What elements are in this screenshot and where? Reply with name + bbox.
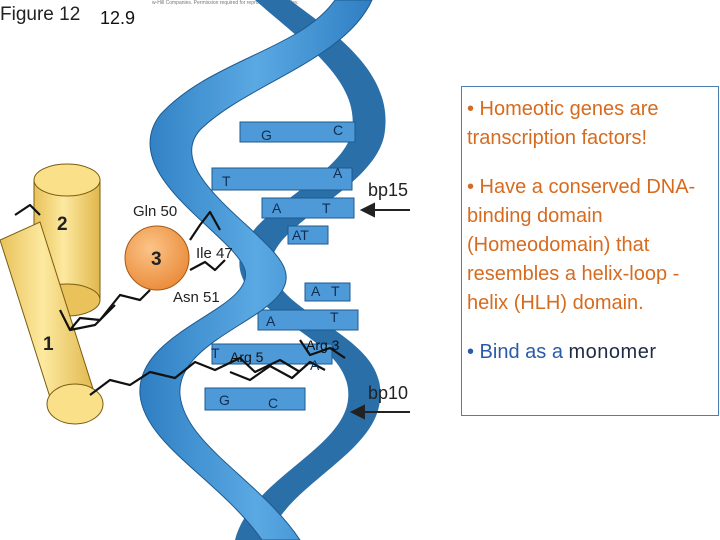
base-a-5: A bbox=[310, 357, 320, 373]
bullet-monomer-prefix: • Bind as a bbox=[467, 341, 569, 363]
bullet-conserved-domain: • Have a conserved DNA-binding domain (H… bbox=[467, 176, 696, 314]
residue-asn51: Asn 51 bbox=[173, 289, 220, 306]
base-t-3: T bbox=[331, 283, 340, 299]
base-c-2: C bbox=[268, 395, 278, 411]
residue-arg3: Arg 3 bbox=[306, 337, 340, 353]
copyright-notice: w-Hill Companies. Permission required fo… bbox=[152, 0, 299, 6]
base-letters: G C T A A T AT A T A T T A G C bbox=[211, 122, 343, 411]
side-chains bbox=[14, 203, 346, 396]
base-a-4: A bbox=[266, 313, 276, 329]
arrows bbox=[349, 202, 410, 420]
dna-front-strand bbox=[139, 0, 373, 540]
bp10-label: bp10 bbox=[368, 383, 408, 403]
base-t-1: T bbox=[222, 173, 231, 189]
base-a-2: A bbox=[272, 200, 282, 216]
bullet-monomer: • Bind as a monomer bbox=[467, 338, 714, 367]
base-t-4: T bbox=[330, 309, 339, 325]
residue-arg5: Arg 5 bbox=[230, 349, 264, 365]
helix-1-cylinder bbox=[0, 221, 104, 425]
helix-2-label: 2 bbox=[57, 214, 68, 235]
figure-label: Figure 12 bbox=[0, 4, 81, 25]
base-g-1: G bbox=[261, 127, 272, 143]
base-t-2: T bbox=[322, 200, 331, 216]
figure-number: 12.9 bbox=[100, 8, 136, 28]
base-t-5: T bbox=[211, 345, 220, 361]
domain-3-sphere bbox=[124, 225, 190, 291]
bullet-monomer-emphasis: monomer bbox=[568, 341, 657, 363]
base-at: AT bbox=[292, 227, 309, 243]
dna-back-strand bbox=[235, 0, 386, 540]
domain-3-label: 3 bbox=[151, 249, 162, 270]
residue-ile47: Ile 47 bbox=[196, 245, 233, 262]
description-textbox: • Homeotic genes are transcription facto… bbox=[461, 86, 719, 416]
base-a-1: A bbox=[333, 165, 343, 181]
base-a-3: A bbox=[311, 283, 321, 299]
bullet-homeotic-genes: • Homeotic genes are transcription facto… bbox=[467, 98, 659, 149]
bp15-label: bp15 bbox=[368, 180, 408, 200]
homeodomain-dna-diagram: 2 1 3 Gln 50 Ile 47 Asn 51 Arg 5 Arg 3 b… bbox=[0, 0, 410, 540]
base-pair-rungs bbox=[204, 121, 359, 411]
helix-1-label: 1 bbox=[43, 334, 54, 355]
residue-gln50: Gln 50 bbox=[133, 203, 177, 220]
base-g-2: G bbox=[219, 392, 230, 408]
base-c-1: C bbox=[333, 122, 343, 138]
